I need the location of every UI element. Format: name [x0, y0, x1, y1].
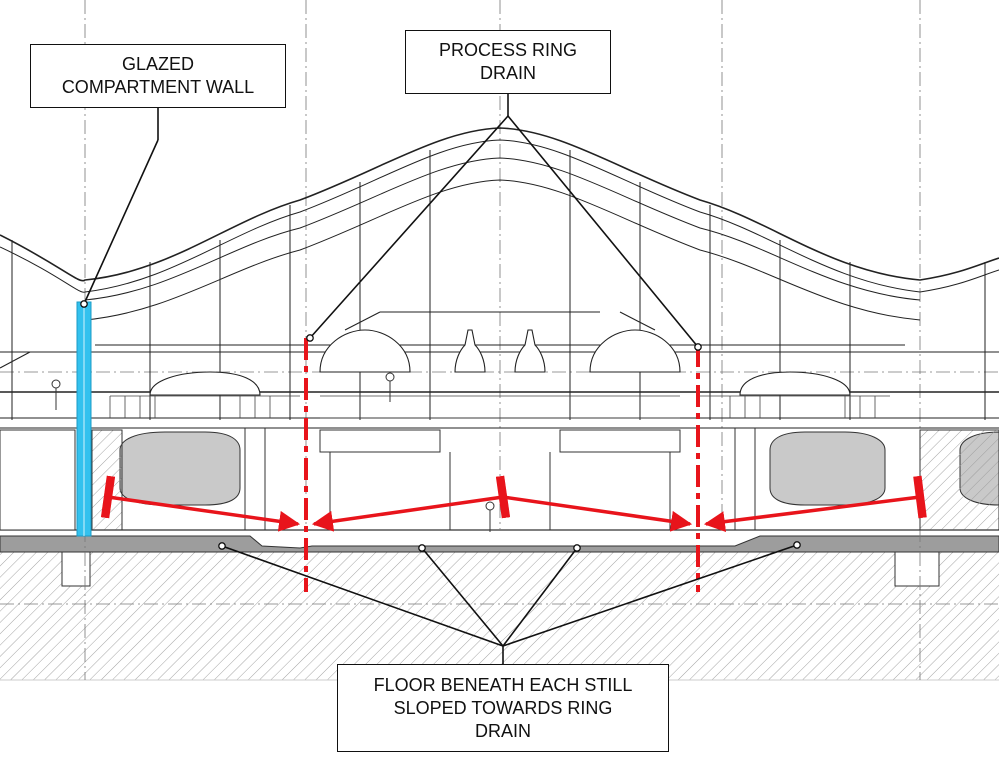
glazed-wall-label-line-2: COMPARTMENT WALL	[61, 77, 255, 97]
ring-drain-label: PROCESS RING DRAIN	[405, 30, 611, 94]
slope-arrows	[100, 475, 927, 533]
ring-drain-label-line-1: PROCESS RING	[438, 40, 578, 60]
ground-hatch	[0, 545, 999, 681]
glazed-compartment-wall	[76, 301, 92, 537]
glazed-wall-label: GLAZED COMPARTMENT WALL	[30, 44, 286, 108]
glazed-wall-label-line-1: GLAZED	[121, 54, 195, 74]
process-ring-drain-lines	[304, 338, 700, 592]
floor-slab	[0, 529, 999, 553]
people-figures	[51, 372, 495, 532]
still-vessels	[149, 311, 851, 396]
floor-slope-label-line-3: DRAIN	[474, 720, 531, 741]
roof-structure	[0, 127, 999, 429]
gallery-railings	[109, 395, 890, 419]
floor-slope-label-line-1: FLOOR BENEATH EACH STILL	[373, 674, 633, 695]
floor-slope-label-line-2: SLOPED TOWARDS RING	[393, 697, 613, 718]
leader-lines	[83, 92, 798, 664]
floor-slope-label: FLOOR BENEATH EACH STILL SLOPED TOWARDS …	[337, 664, 669, 752]
ring-drain-label-line-2: DRAIN	[479, 63, 536, 83]
leader-dots	[80, 300, 801, 552]
